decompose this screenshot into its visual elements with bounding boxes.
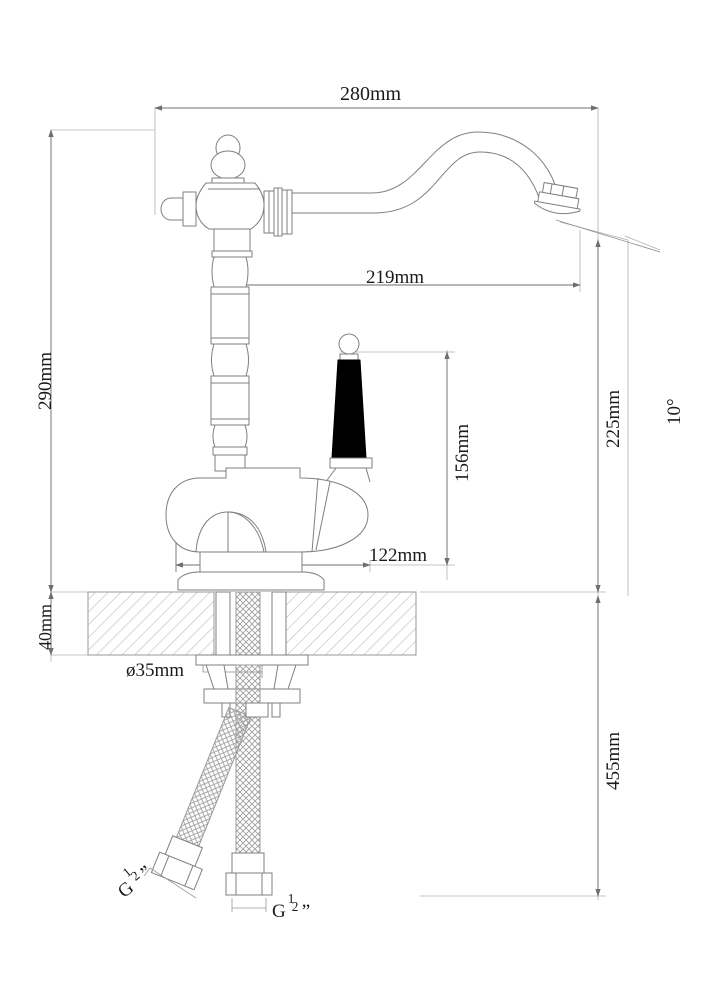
lever-handle <box>329 333 373 469</box>
thread-label-leaders <box>143 867 267 912</box>
ornate-column <box>210 228 253 472</box>
thread-right-inch: ” <box>301 901 311 922</box>
mixer-body <box>165 467 369 553</box>
escutcheon <box>177 571 325 591</box>
supply-hoses <box>150 702 273 896</box>
faucet-body-outline <box>160 131 581 591</box>
dim-label-dia35mm: ø35mm <box>126 660 185 681</box>
aerator <box>533 182 581 215</box>
dim-label-290mm: 290mm <box>35 351 56 410</box>
dim-label-225mm: 225mm <box>603 389 624 448</box>
dim-label-122mm: 122mm <box>369 545 428 566</box>
dim-label-219mm: 219mm <box>366 267 425 288</box>
dim-10deg-leader <box>555 219 661 253</box>
spout-arm <box>291 131 557 214</box>
dim-label-40mm: 40mm <box>35 603 55 650</box>
dim-label-10deg: 10° <box>664 398 685 425</box>
spout-collar <box>263 187 293 237</box>
mounting-hardware <box>195 591 309 718</box>
dim-label-280mm: 280mm <box>340 83 402 105</box>
dim-label-156mm: 156mm <box>452 423 473 482</box>
dim-label-455mm: 455mm <box>603 731 624 790</box>
column-finial <box>210 134 246 184</box>
upper-hub <box>195 182 265 230</box>
thread-right-g: G <box>272 901 286 922</box>
side-finial-left <box>160 191 197 227</box>
